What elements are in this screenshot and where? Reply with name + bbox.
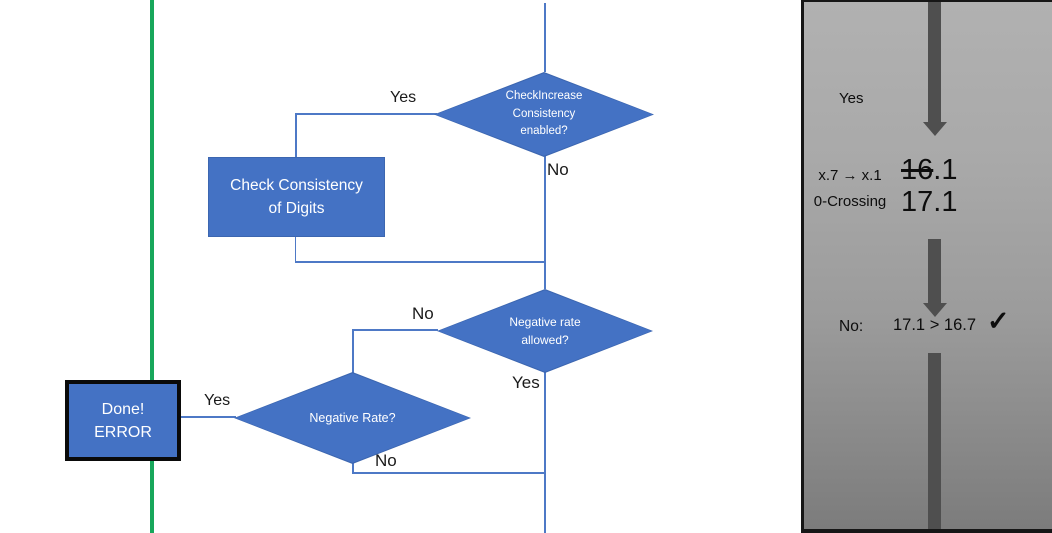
connector-decision3-yes <box>173 416 236 418</box>
connector-top-into-decision1 <box>544 3 546 72</box>
label-decision1-yes: Yes <box>390 89 417 106</box>
panel-result-comparison: 17.1 > 16.7 <box>893 316 977 334</box>
terminal-text-line1: Done! <box>101 400 145 418</box>
terminal-text-line2: ERROR <box>94 423 152 441</box>
terminal-done-error: Done! ERROR <box>65 380 181 461</box>
panel-old-value-rest: .1 <box>933 154 958 186</box>
connector-decision1-no-down <box>544 156 546 289</box>
down-arrow-1-head <box>922 122 947 136</box>
label-decision1-no: No <box>547 160 569 179</box>
diamond-fill: Negative rate allowed? <box>438 290 652 372</box>
decision3-text: Negative Rate? <box>309 411 396 425</box>
panel-values: 16.1 17.1 <box>901 154 957 218</box>
label-decision3-no: No <box>375 451 397 470</box>
down-arrow-2-shaft <box>928 239 941 303</box>
label-decision3-yes: Yes <box>204 392 231 409</box>
green-guide-line <box>150 0 154 533</box>
diamond-fill: CheckIncrease Consistency enabled? <box>435 73 653 156</box>
decision1-text-line3: enabled? <box>520 125 568 138</box>
panel-new-value: 17.1 <box>901 186 958 218</box>
checkmark-icon: ✓ <box>987 306 1010 336</box>
decision2-text-line1: Negative rate <box>509 315 581 329</box>
panel-note-line2: 0-Crossing <box>813 193 887 210</box>
panel-note-line1: x.7 → x.1 <box>818 167 882 184</box>
connector-decision1-yes-horizontal <box>295 113 437 115</box>
decision-check-increase-consistency: CheckIncrease Consistency enabled? <box>434 72 654 157</box>
decision1-text-line1: CheckIncrease <box>505 90 583 103</box>
panel-old-value: 16.1 <box>901 154 957 186</box>
panel-result-no: No: <box>839 318 864 335</box>
connector-process-down <box>294 234 297 262</box>
decision1-text-line2: Consistency <box>512 107 576 120</box>
connector-decision2-no-vertical <box>352 329 354 373</box>
connector-decision1-yes-vertical <box>295 113 297 158</box>
decision-negative-rate: Negative Rate? <box>234 372 471 464</box>
process-text-line1: Check Consistency <box>230 177 363 194</box>
panel-old-value-struck: 16 <box>901 154 934 186</box>
decision-negative-rate-allowed: Negative rate allowed? <box>437 289 653 373</box>
panel-yes-label: Yes <box>839 90 864 107</box>
panel-note: x.7 → x.1 0-Crossing <box>804 163 896 215</box>
down-arrow-2-head <box>922 303 947 317</box>
label-decision2-yes: Yes <box>512 373 540 392</box>
down-arrow-3-shaft <box>928 353 941 529</box>
connector-decision2-yes-down <box>544 372 546 533</box>
process-check-consistency-of-digits: Check Consistency of Digits <box>208 157 385 237</box>
connector-decision2-no-horizontal <box>352 329 438 331</box>
diamond-fill: Negative Rate? <box>235 373 470 463</box>
connector-process-rejoin <box>294 261 546 263</box>
annotation-panel: Yes x.7 → x.1 0-Crossing 16.1 17.1 No: 1… <box>801 0 1052 533</box>
down-arrow-1-shaft <box>928 2 941 122</box>
label-decision2-no: No <box>412 304 434 323</box>
process-text-line2: of Digits <box>268 200 325 217</box>
decision2-text-line2: allowed? <box>521 333 569 347</box>
connector-decision3-no-horizontal <box>352 472 545 474</box>
connector-decision3-no-vertical <box>352 462 354 473</box>
